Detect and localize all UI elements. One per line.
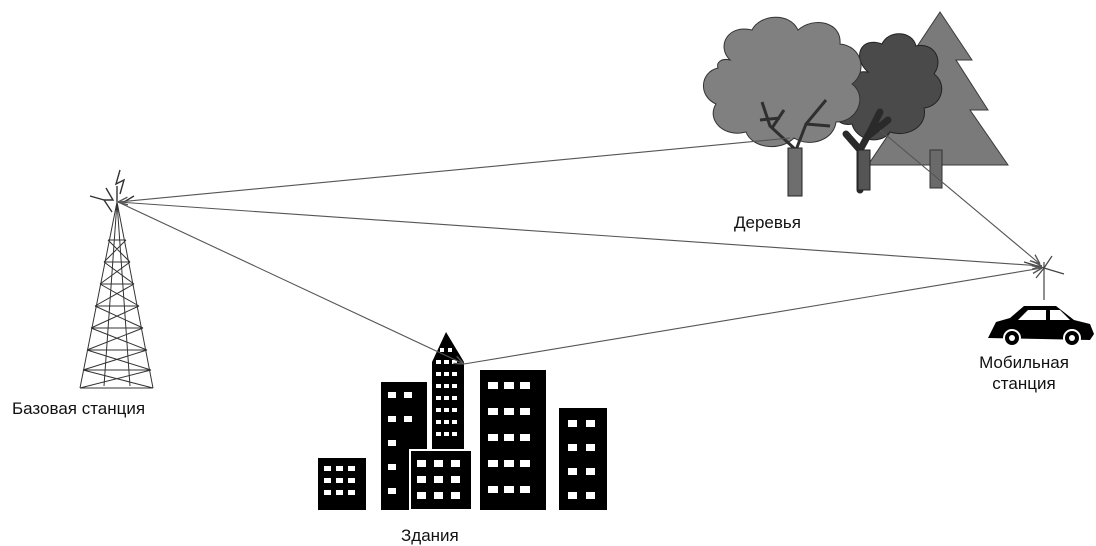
path-tree-to-mobile (879, 129, 1040, 264)
path-tree-to-base (118, 137, 791, 202)
buildings-label: Здания (401, 526, 459, 545)
signal-paths (117, 129, 1042, 365)
path-base-to-buildings (117, 201, 464, 364)
antenna-icon (1023, 255, 1065, 300)
mobile-station-label: Мобильная станция (954, 352, 1094, 394)
tower-icon (79, 169, 154, 389)
mobile-station-label-line2: станция (992, 374, 1056, 393)
trees-label: Деревья (734, 213, 801, 232)
trees-icon (703, 11, 1009, 197)
mobile-station-label-line1: Мобильная (979, 353, 1069, 372)
buildings-icon (318, 332, 607, 511)
path-base-to-mobile (117, 201, 1042, 266)
path-buildings-to-mobile (463, 268, 1042, 365)
car-icon (988, 306, 1094, 347)
base-station-label: Базовая станция (12, 399, 146, 418)
